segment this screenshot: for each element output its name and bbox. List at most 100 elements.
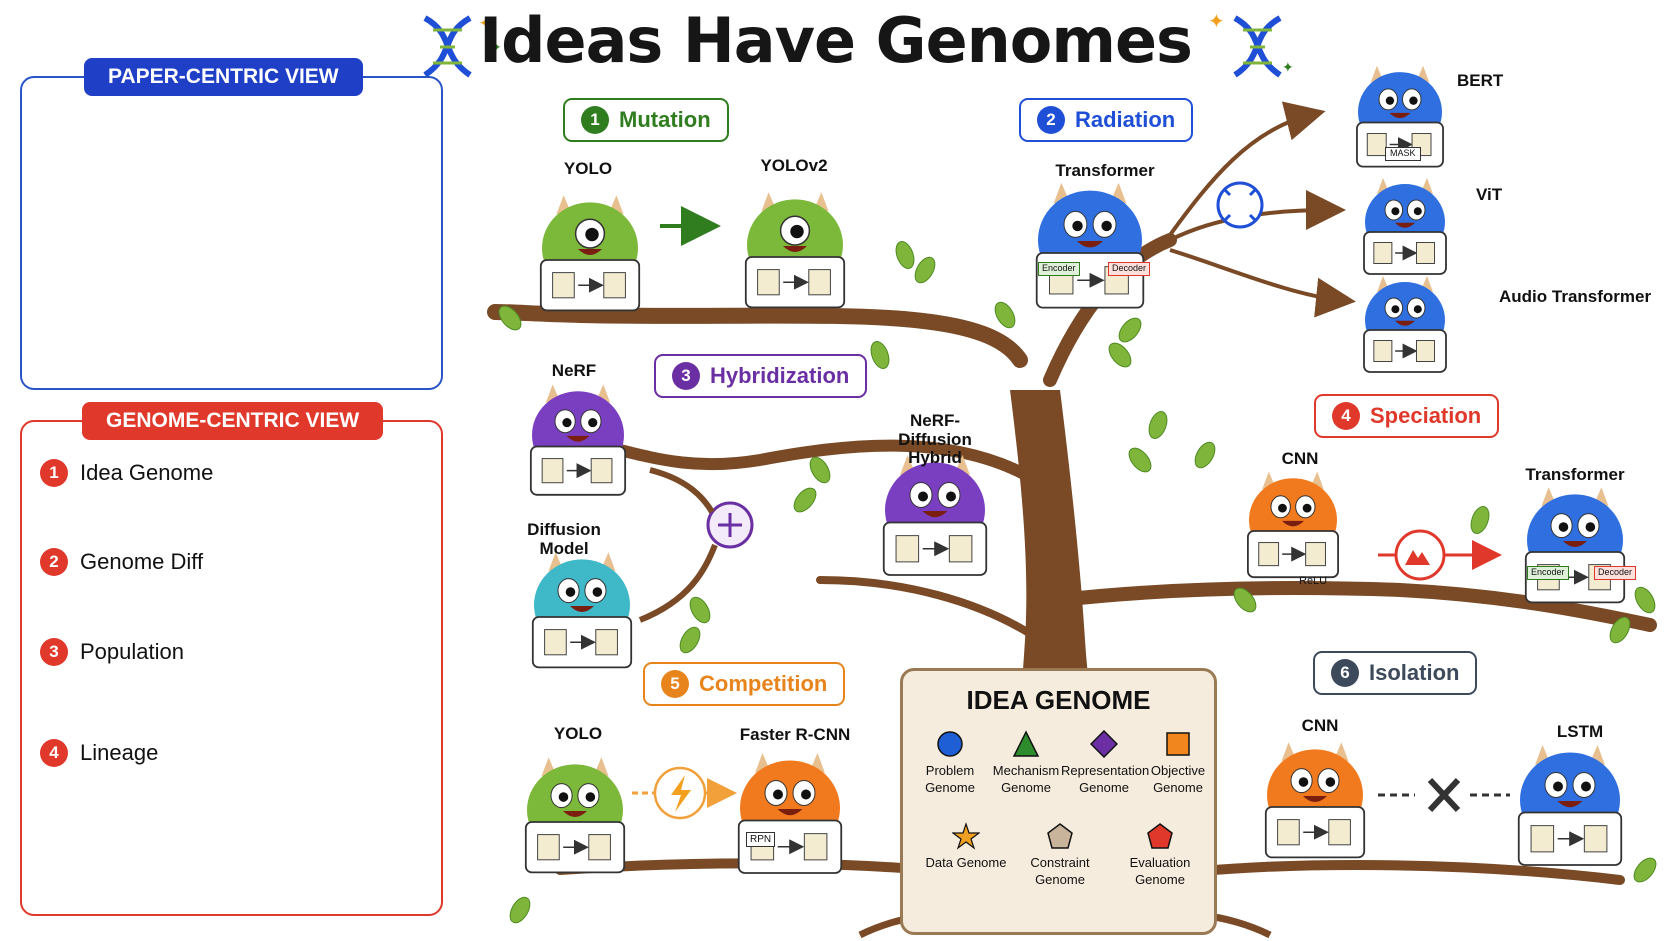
monster-nerf <box>529 384 627 496</box>
dna-icon-right: ✦ ✦ <box>1208 9 1294 78</box>
diamond-icon <box>1061 729 1147 759</box>
label-nerf-diffusion-hybrid: NeRF-Diffusion Hybrid <box>898 411 972 468</box>
step-number: 3 <box>40 638 68 666</box>
mechanism-label: Radiation <box>1075 107 1176 132</box>
mechanism-number: 6 <box>1331 659 1359 687</box>
label-cnn-isolation: CNN <box>1301 716 1339 735</box>
step-label: Genome Diff <box>80 549 204 574</box>
mechanism-number: 3 <box>672 362 700 390</box>
genome-item-problem: Problem Genome <box>907 729 993 797</box>
mechanism-radiation: 2 Radiation <box>1019 98 1194 142</box>
circle-icon <box>907 729 993 759</box>
pentagon-icon <box>1017 821 1103 851</box>
genome-item-representation: Representation Genome <box>1061 729 1150 797</box>
idea-genome-title: IDEA GENOME <box>966 685 1151 715</box>
label-yolov2: YOLOv2 <box>760 156 828 175</box>
paper-centric-panel <box>20 76 443 390</box>
genome-item-label: Evaluation Genome <box>1129 855 1191 887</box>
isolation-x <box>1378 777 1510 813</box>
genome-item-label: Mechanism Genome <box>992 763 1060 795</box>
mechanism-number: 5 <box>661 670 689 698</box>
genome-item-mechanism: Mechanism Genome <box>983 729 1069 797</box>
genome-item-label: Representation Genome <box>1061 763 1150 795</box>
svg-text:✦: ✦ <box>478 11 495 35</box>
label-cnn-speciation: CNN <box>1281 449 1319 468</box>
label-nerf: NeRF <box>551 361 597 380</box>
genome-item-objective: Objective Genome <box>1135 729 1221 797</box>
step-label: Lineage <box>80 740 159 765</box>
label-yolo-mutation: YOLO <box>563 159 613 178</box>
hybrid-plus-icon <box>638 467 754 623</box>
step-number: 1 <box>40 459 68 487</box>
monster-yolov2 <box>744 192 846 309</box>
label-bert: BERT <box>1457 71 1504 90</box>
monster-transformer-speciation <box>1524 487 1626 604</box>
card-relu: ReLU <box>1299 575 1328 587</box>
paper-centric-heading: PAPER-CENTRIC VIEW <box>84 58 363 96</box>
mechanism-mutation: 1 Mutation <box>563 98 729 142</box>
label-transformer-speciation: Transformer <box>1525 465 1625 484</box>
mechanism-number: 1 <box>581 106 609 134</box>
monster-faster-rcnn <box>737 753 843 874</box>
label-vit: ViT <box>1476 185 1503 204</box>
genome-item-label: Problem Genome <box>925 763 975 795</box>
mechanism-label: Competition <box>699 671 828 696</box>
label-faster-rcnn: Faster R-CNN <box>739 725 851 744</box>
square-icon <box>1135 729 1221 759</box>
mechanism-label: Speciation <box>1370 403 1482 428</box>
monster-diffusion <box>531 552 633 669</box>
genome-item-label: Objective Genome <box>1150 763 1206 795</box>
genome-centric-panel <box>20 420 443 916</box>
mechanism-label: Isolation <box>1369 660 1460 685</box>
star-icon <box>923 821 1009 851</box>
page-title: Ideas Have Genomes <box>479 4 1193 77</box>
step-number: 2 <box>40 548 68 576</box>
genome-item-label: Data Genome <box>925 855 1007 870</box>
monster-lstm <box>1517 745 1623 866</box>
step-number: 4 <box>40 739 68 767</box>
triangle-icon <box>983 729 1069 759</box>
genome-item-data: Data Genome <box>923 821 1009 872</box>
label-audio-transformer: Audio Transformer <box>1499 287 1652 306</box>
radiation-arrows <box>1168 101 1356 318</box>
genome-item-constraint: Constraint Genome <box>1017 821 1103 889</box>
step-lineage: 4 Lineage <box>40 739 158 767</box>
step-label: Population <box>80 639 184 664</box>
svg-text:✦: ✦ <box>490 40 502 56</box>
competition-arrow <box>632 766 737 820</box>
step-population: 3 Population <box>40 638 184 666</box>
step-label: Idea Genome <box>80 460 214 485</box>
monster-hybrid <box>882 455 988 576</box>
mechanism-label: Hybridization <box>710 363 850 388</box>
mechanism-speciation: 4 Speciation <box>1314 394 1500 438</box>
card-encoder-radiation: Encoder <box>1038 262 1080 276</box>
mechanism-number: 2 <box>1037 106 1065 134</box>
label-lstm: LSTM <box>1556 722 1604 741</box>
svg-text:✦: ✦ <box>1208 9 1225 33</box>
mechanism-label: Mutation <box>619 107 711 132</box>
card-encoder-speciation: Encoder <box>1527 566 1569 580</box>
monster-vit <box>1363 178 1447 275</box>
monster-yolo-competition <box>524 757 626 874</box>
card-decoder-speciation: Decoder <box>1594 566 1637 580</box>
dna-icon-left: ✦ ✦ <box>423 11 502 78</box>
monster-layer <box>524 65 1626 874</box>
step-genome-diff: 2 Genome Diff <box>40 548 203 576</box>
genome-item-evaluation: Evaluation Genome <box>1117 821 1203 889</box>
mechanism-isolation: 6 Isolation <box>1313 651 1478 695</box>
card-rpn-tag: RPN <box>746 832 776 847</box>
monster-audio-transformer <box>1363 276 1447 373</box>
label-yolo-competition: YOLO <box>553 724 603 743</box>
card-mask-tag: MASK <box>1385 147 1421 161</box>
pentagon-icon <box>1117 821 1203 851</box>
genome-item-label: Constraint Genome <box>1030 855 1090 887</box>
card-decoder-radiation: Decoder <box>1108 262 1151 276</box>
monster-cnn-isolation <box>1264 742 1366 859</box>
speciation-arrow <box>1378 529 1502 581</box>
step-idea-genome: 1 Idea Genome <box>40 459 213 487</box>
genome-centric-heading: GENOME-CENTRIC VIEW <box>82 402 384 440</box>
label-transformer-radiation: Transformer <box>1055 161 1155 180</box>
mechanism-competition: 5 Competition <box>643 662 846 706</box>
monster-transformer-radiation <box>1035 182 1145 309</box>
